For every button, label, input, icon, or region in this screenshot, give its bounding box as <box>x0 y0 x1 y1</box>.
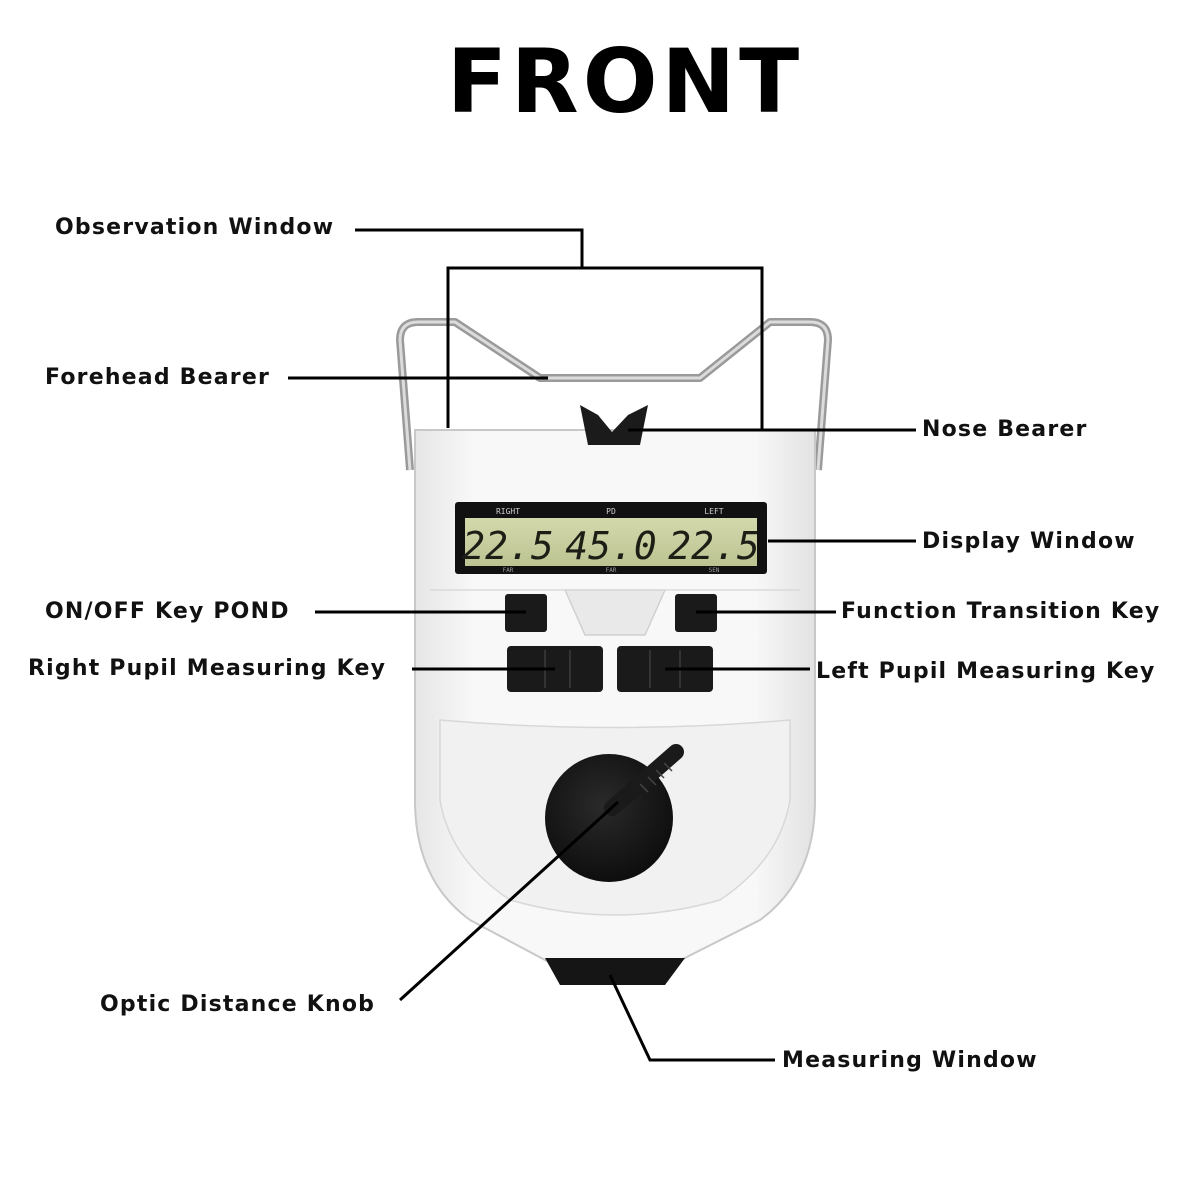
label-nose-bearer: Nose Bearer <box>922 417 1088 442</box>
lcd-value-right: 22.5 <box>462 524 554 568</box>
leader-lines <box>288 228 916 1062</box>
measuring-window <box>545 958 685 985</box>
lcd-foot-right: SEN <box>709 567 720 574</box>
lcd-foot-mid: FAR <box>606 567 617 574</box>
lcd-screen <box>465 518 757 566</box>
knob-handle <box>604 744 684 816</box>
label-observation-window: Observation Window <box>55 215 335 240</box>
lcd-label-right: RIGHT <box>496 507 520 516</box>
lcd-label-left: LEFT <box>704 507 723 516</box>
label-optic-distance-knob: Optic Distance Knob <box>100 992 376 1017</box>
diagram-title: FRONT <box>446 30 804 133</box>
label-on-off-key: ON/OFF Key POND <box>45 599 290 624</box>
lcd-value-left: 22.5 <box>668 524 760 568</box>
label-right-pupil-key: Right Pupil Measuring Key <box>28 656 387 681</box>
label-left-pupil-key: Left Pupil Measuring Key <box>816 659 1156 684</box>
label-measuring-window: Measuring Window <box>782 1048 1038 1073</box>
lcd-value-pd: 45.0 <box>565 524 657 568</box>
label-function-transition-key: Function Transition Key <box>841 599 1161 624</box>
lcd-label-pd: PD <box>606 507 616 516</box>
label-display-window: Display Window <box>922 529 1136 554</box>
lcd-foot-left: FAR <box>503 567 514 574</box>
nose-bearer <box>580 405 648 445</box>
label-forehead-bearer: Forehead Bearer <box>45 365 271 390</box>
